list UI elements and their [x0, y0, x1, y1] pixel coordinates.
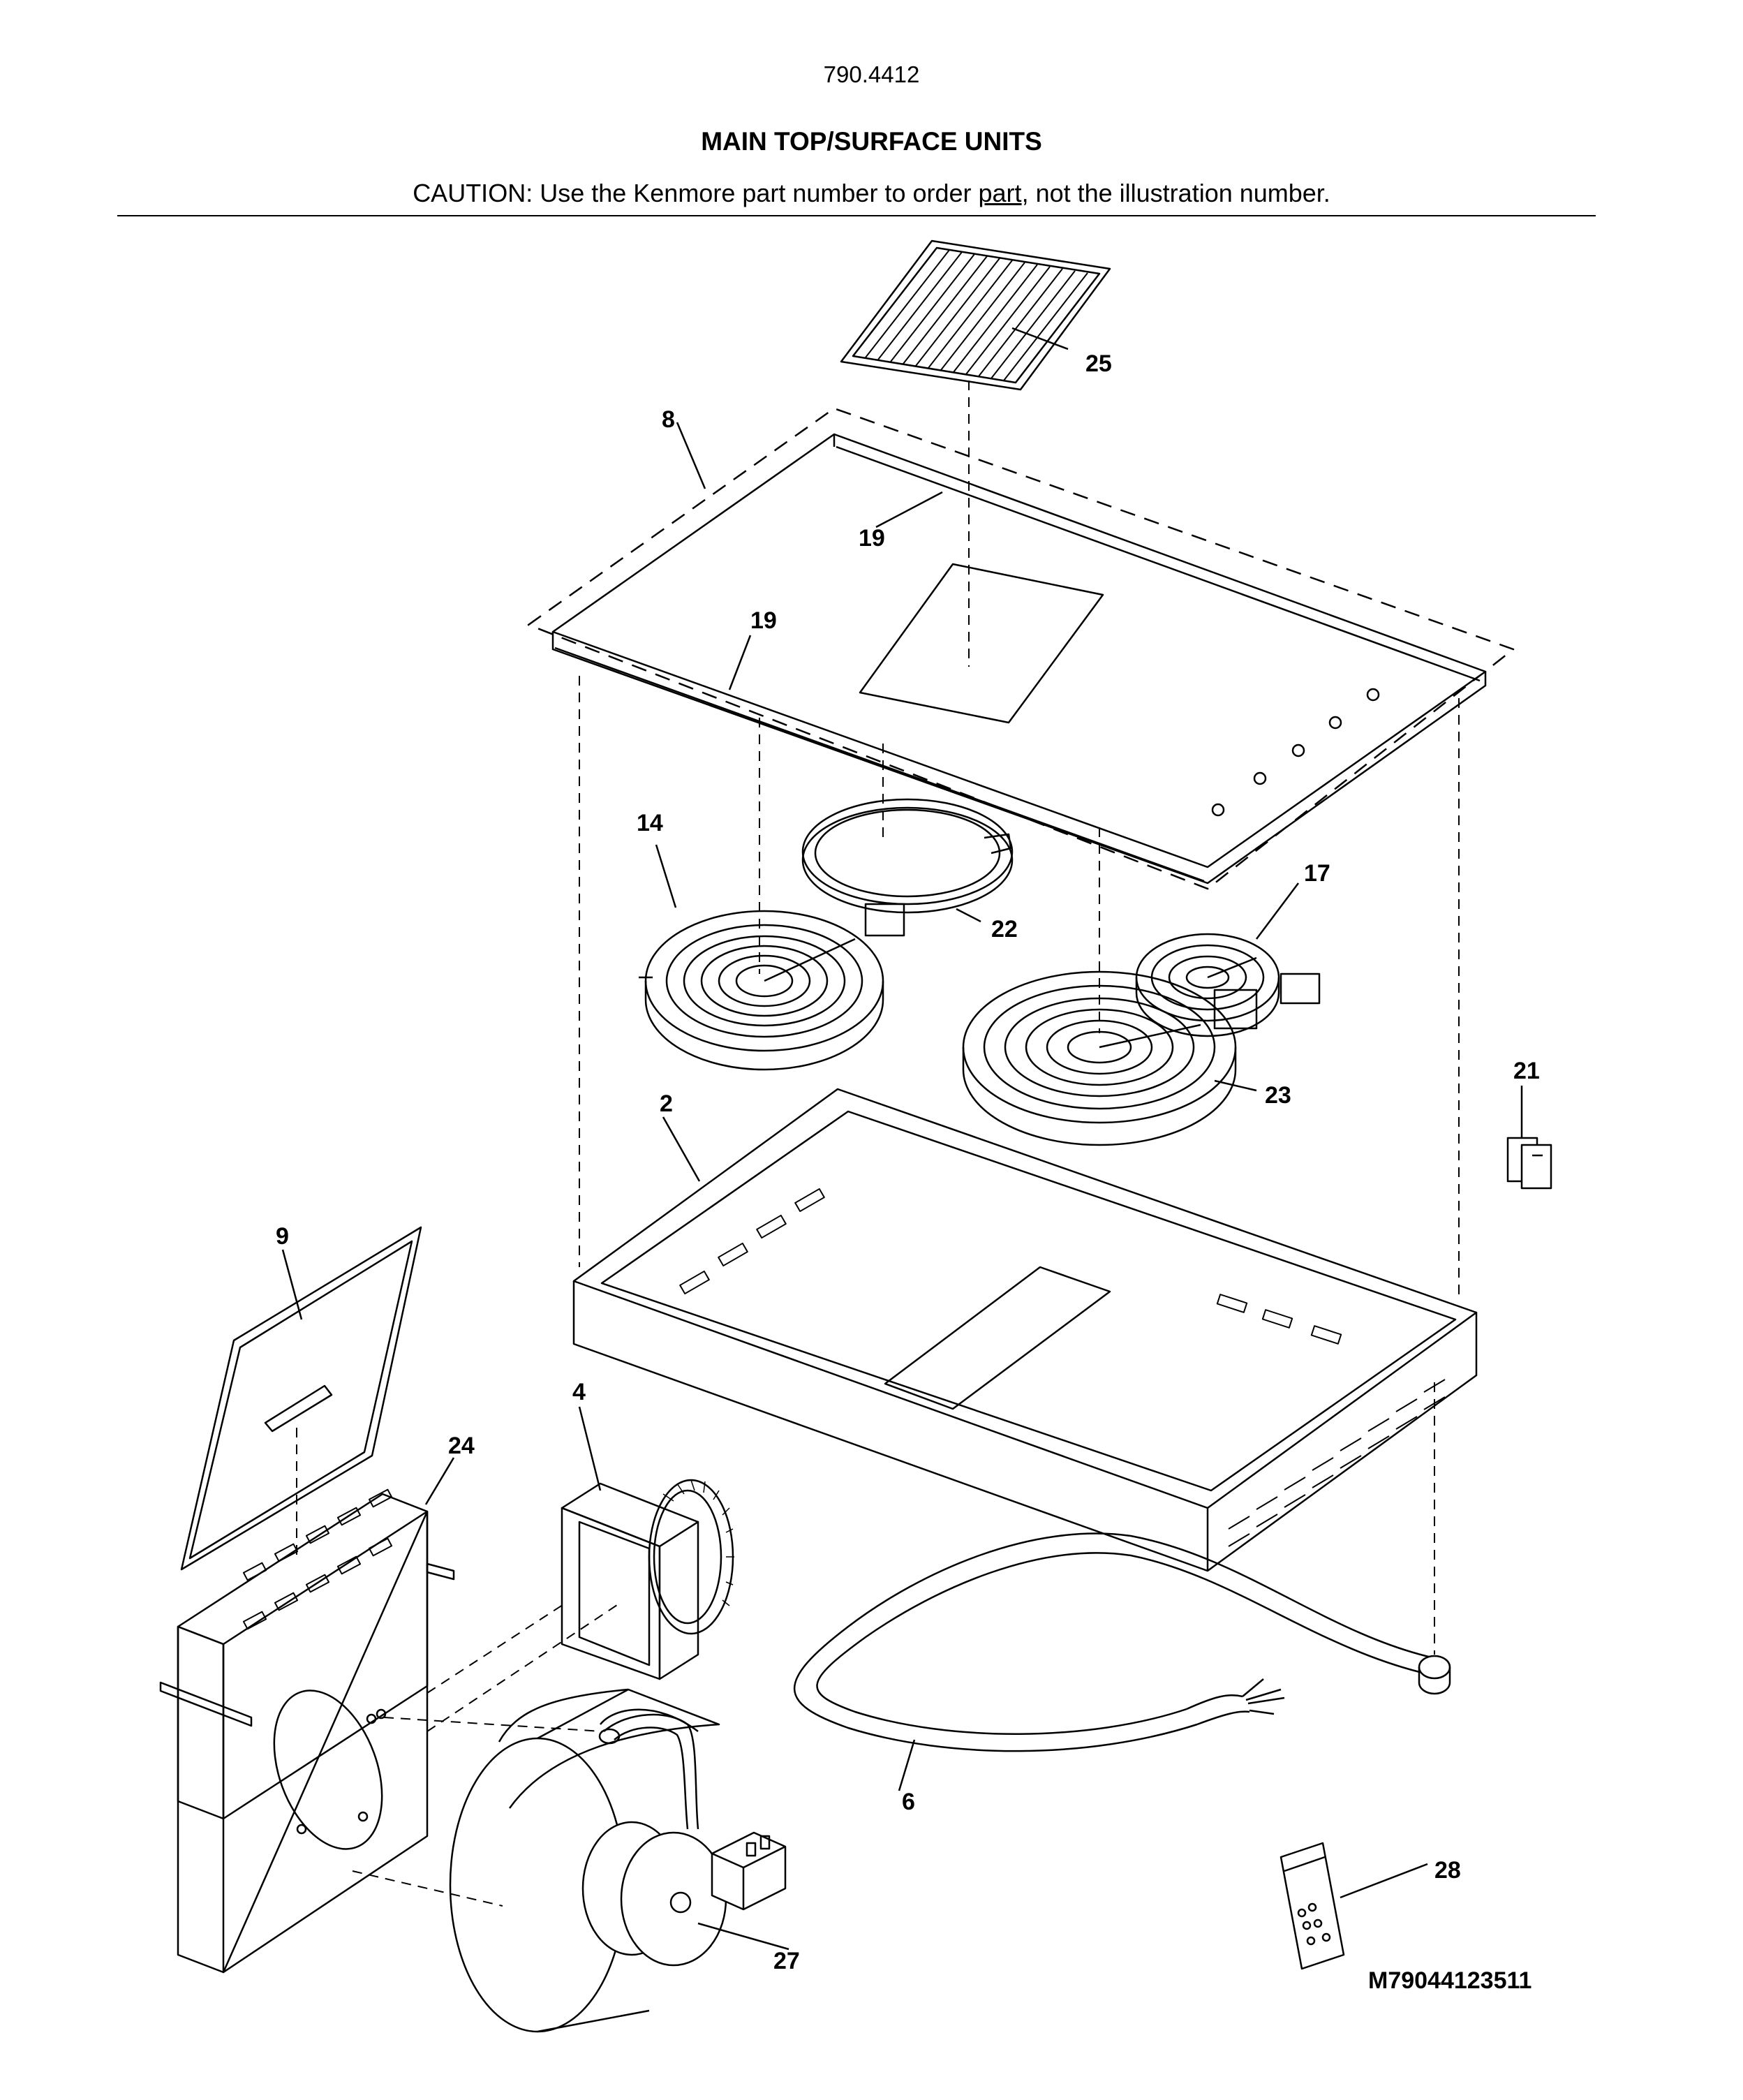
header-divider — [117, 215, 1596, 216]
diagram-code: M79044123511 — [1368, 1967, 1532, 1994]
callout-19-top: 19 — [859, 525, 885, 552]
callout-17: 17 — [1304, 860, 1330, 887]
part-25-vent-grille — [840, 239, 1111, 391]
callout-23: 23 — [1265, 1082, 1291, 1109]
part-24-duct-housing — [159, 1488, 455, 1974]
callout-9: 9 — [276, 1223, 289, 1250]
caution-text: CAUTION: Use the Kenmore part number to … — [413, 179, 979, 207]
callout-21: 21 — [1513, 1058, 1540, 1084]
callout-4: 4 — [572, 1379, 586, 1405]
part-19-trim-strip-back — [836, 445, 1481, 682]
callout-19-front: 19 — [750, 607, 777, 634]
assembly-guide-lines — [296, 380, 1460, 1907]
callout-2: 2 — [660, 1090, 673, 1117]
part-22-element-ring — [801, 798, 1014, 914]
part-28-hardware-bag — [1280, 1842, 1345, 1970]
callout-6: 6 — [902, 1789, 915, 1815]
part-27-blower-motor — [581, 1713, 787, 1967]
part-8-main-top — [527, 407, 1515, 890]
caution-part-link: part — [978, 179, 1022, 207]
part-6-power-cord — [794, 1532, 1451, 1752]
callout-27: 27 — [773, 1948, 800, 1974]
caution-note: CAUTION: Use the Kenmore part number to … — [0, 179, 1743, 208]
callout-24: 24 — [448, 1433, 475, 1459]
callout-25: 25 — [1085, 350, 1112, 377]
part-14-radiant-element — [639, 903, 905, 1071]
callout-14: 14 — [637, 810, 663, 836]
callout-28: 28 — [1434, 1857, 1461, 1884]
page-title: MAIN TOP/SURFACE UNITS — [701, 127, 1042, 156]
part-4-duct-adapter — [561, 1479, 734, 1680]
callout-leaders — [281, 327, 1523, 1951]
model-number: 790.4412 — [823, 61, 920, 87]
callout-8: 8 — [662, 406, 675, 433]
part-2-chassis-box — [572, 1088, 1478, 1572]
part-21-clip — [1506, 1137, 1552, 1190]
part-19-trim-strip-front — [554, 646, 1205, 882]
caution-text-end: , not the illustration number. — [1021, 179, 1330, 207]
part-9-gasket — [180, 1226, 422, 1571]
callout-22: 22 — [991, 916, 1018, 942]
